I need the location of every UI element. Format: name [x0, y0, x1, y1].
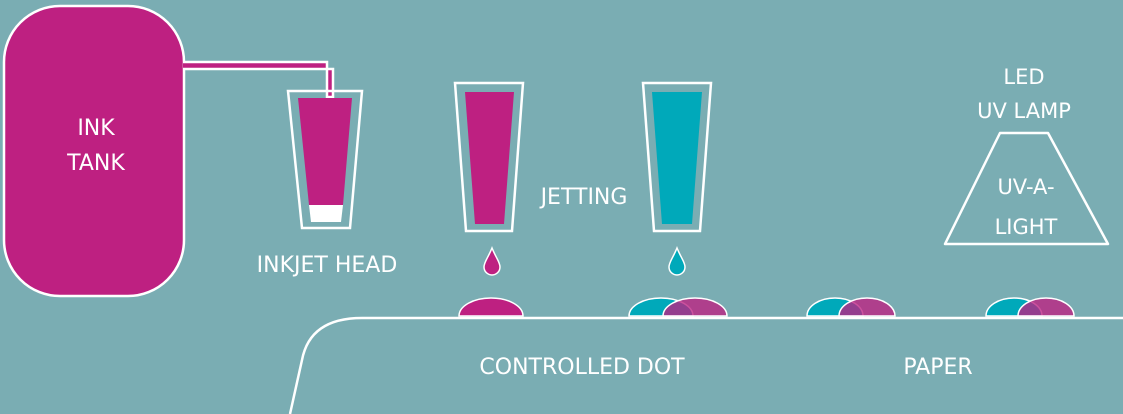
dot-overlap-2	[806, 297, 896, 317]
dot-overlap-3-magenta	[1017, 297, 1075, 317]
magenta-ink-drop	[483, 245, 501, 276]
ink-tank: INK TANK	[2, 4, 186, 298]
cyan-jetting-head	[641, 81, 713, 233]
cyan-ink-drop	[668, 245, 686, 276]
inkjet-head	[286, 89, 364, 230]
uv-light-label-line1: UV-A-	[997, 175, 1054, 199]
inkjet-head-label: INKJET HEAD	[257, 253, 398, 278]
uv-light-label-line2: LIGHT	[995, 215, 1058, 239]
ink-tank-label-line1: INK	[77, 116, 115, 141]
inkjet-head-outline	[286, 89, 364, 230]
inkjet-head-nozzle-white	[309, 205, 343, 222]
dot-overlap-1-magenta	[662, 297, 728, 317]
dot-overlap-2-magenta	[838, 297, 896, 317]
dot-overlap-1	[628, 297, 728, 317]
uv-lamp-light-trapezoid	[943, 131, 1110, 246]
paper-label: PAPER	[903, 355, 972, 380]
inkjet-head-ink	[298, 98, 352, 205]
magenta-head-ink	[465, 92, 514, 224]
dot-overlap-3	[985, 297, 1075, 317]
paper-surface	[288, 316, 1123, 414]
cyan-head-ink	[652, 92, 702, 224]
uv-lamp-title-line1: LED	[1003, 65, 1044, 89]
ink-tank-body	[2, 4, 186, 298]
uv-lamp-title-line2: UV LAMP	[977, 99, 1071, 123]
ink-tank-label-line2: TANK	[66, 151, 125, 176]
jetting-label: JETTING	[539, 185, 628, 210]
dot-magenta	[458, 297, 524, 317]
cyan-head-outline	[641, 81, 713, 233]
controlled-dot-label: CONTROLLED DOT	[479, 355, 685, 380]
magenta-jetting-head	[453, 81, 525, 233]
magenta-head-outline	[453, 81, 525, 233]
ink-supply-pipe	[183, 60, 335, 99]
